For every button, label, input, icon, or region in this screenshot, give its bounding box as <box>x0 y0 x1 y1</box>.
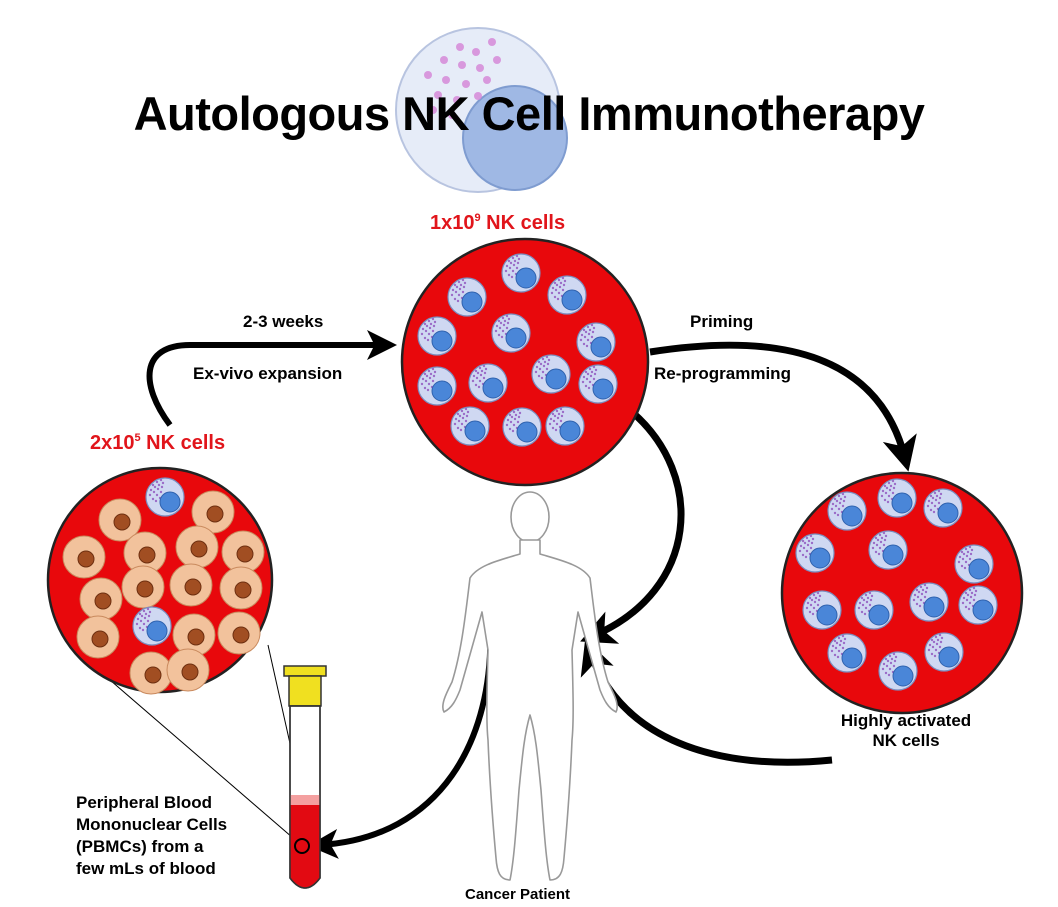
nk-cell <box>954 544 994 584</box>
pbmc-cell <box>217 611 261 655</box>
pbmc-cell <box>166 648 210 692</box>
nk-cell <box>854 590 894 630</box>
nk-cell <box>450 406 490 446</box>
dish-pbmc <box>46 466 274 695</box>
nk-cell <box>545 406 585 446</box>
nk-cell <box>501 253 541 293</box>
pbmc-cell <box>221 530 265 574</box>
infusion-arrow-expanded <box>580 409 685 644</box>
nk-cell <box>576 322 616 362</box>
granule-cluster <box>424 38 501 119</box>
nk-cell <box>868 530 908 570</box>
zoom-line-left <box>109 679 301 845</box>
pbmc-cell <box>129 651 173 695</box>
nk-cell <box>877 478 917 518</box>
page-title: Autologous NK Cell Immunotherapy <box>133 87 925 140</box>
infusion-arrow-activated <box>580 638 833 766</box>
nk-cell <box>795 533 835 573</box>
initial-nk-count-label: 2x105 NK cells <box>90 432 226 454</box>
pbmc-cell <box>79 577 123 621</box>
nk-cell <box>827 491 867 531</box>
nk-cell <box>923 488 963 528</box>
expanded-nk-count-label: 1x109 NK cells <box>430 212 566 234</box>
activated-nk-label: Highly activated NK cells <box>840 711 972 750</box>
nk-cell <box>491 313 531 353</box>
expansion-arrow <box>146 330 397 427</box>
nk-cell <box>909 582 949 622</box>
nk-cell <box>417 316 457 356</box>
nk-cell-illustration <box>395 27 568 193</box>
nk-cell <box>132 606 172 646</box>
nk-cell <box>878 651 918 691</box>
reprogramming-label: Re-programming <box>654 364 791 383</box>
pbmc-cell <box>219 566 263 610</box>
pbmc-cell <box>98 498 142 542</box>
nk-cell <box>468 363 508 403</box>
nk-cell <box>145 477 185 517</box>
pbmc-cell <box>121 565 165 609</box>
pbmc-label: Peripheral Blood Mononuclear Cells (PBMC… <box>76 793 228 878</box>
nk-cell <box>502 407 542 447</box>
priming-arrow <box>649 341 917 472</box>
nk-cell <box>531 354 571 394</box>
nk-cell <box>924 632 964 672</box>
nk-cell <box>447 277 487 317</box>
pbmc-cell <box>123 531 167 575</box>
priming-label: Priming <box>690 312 754 331</box>
nk-cell <box>802 590 842 630</box>
pbmc-cell <box>169 563 213 607</box>
pbmc-cell <box>175 525 219 569</box>
nk-cell <box>417 366 457 406</box>
expansion-method-label: Ex-vivo expansion <box>193 364 343 383</box>
pbmc-cell <box>172 613 216 657</box>
nk-cell <box>958 585 998 625</box>
blood-collection-tube <box>283 665 327 889</box>
dish-expanded-nk <box>400 237 650 487</box>
nk-cell <box>578 364 618 404</box>
dish-activated-nk <box>780 471 1024 715</box>
patient-label: Cancer Patient <box>465 886 571 903</box>
pbmc-cell <box>76 615 120 659</box>
pbmc-cell <box>62 535 106 579</box>
expansion-duration-label: 2-3 weeks <box>243 312 324 331</box>
nk-cell <box>547 275 587 315</box>
cancer-patient-figure <box>442 491 618 881</box>
nk-cell <box>827 633 867 673</box>
